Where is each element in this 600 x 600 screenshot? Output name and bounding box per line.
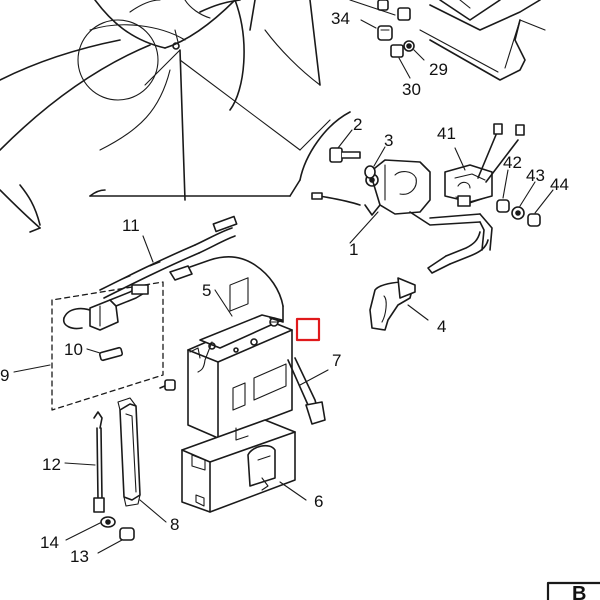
- label-3: 3: [384, 131, 393, 150]
- label-12: 12: [42, 455, 61, 474]
- group-bracket-lines: [19, 111, 351, 226]
- label-42: 42: [503, 153, 522, 172]
- corner-tab-text: B: [572, 583, 586, 600]
- label-41: 41: [437, 124, 456, 143]
- highlight-box: [295, 317, 321, 342]
- battery-5: [169, 255, 293, 439]
- label-13: 13: [70, 547, 89, 566]
- label-30: 30: [402, 80, 421, 99]
- washer-30: [390, 44, 411, 79]
- washer-3: [364, 146, 386, 179]
- label-10: 10: [64, 340, 83, 359]
- label-11: 11: [122, 216, 140, 235]
- battery-bolt: [159, 379, 176, 391]
- bolt-2: [329, 129, 361, 163]
- vent-tube-7: [287, 357, 329, 425]
- bolt-13: [97, 527, 135, 554]
- battery-box-6: [181, 419, 307, 513]
- label-5: 5: [202, 281, 211, 300]
- label-8: 8: [170, 515, 179, 534]
- top-bolts-upper: [377, 0, 411, 21]
- washer-14: [65, 516, 116, 541]
- label-2: 2: [353, 115, 362, 134]
- cable-11: [99, 215, 238, 299]
- label-4: 4: [437, 317, 446, 336]
- label-7: 7: [332, 351, 341, 370]
- battery-band-8: [117, 397, 167, 523]
- nut-29: [403, 40, 425, 61]
- terminal-boot-4: [369, 277, 429, 331]
- nuts-42-43-44: [496, 169, 554, 227]
- ground-lead-12: [64, 411, 105, 513]
- relay-cover-41: [444, 123, 525, 207]
- bolt-34: [360, 19, 393, 41]
- corner-tab: B: [546, 581, 600, 600]
- fuse-10: [86, 346, 124, 362]
- label-1: 1: [349, 240, 358, 259]
- frame-outline-top-left: [0, 0, 321, 233]
- label-29: 29: [429, 60, 448, 79]
- label-9: 9: [0, 366, 9, 385]
- label-14: 14: [40, 533, 59, 552]
- label-6: 6: [314, 492, 323, 511]
- starter-relay-1: [311, 159, 493, 251]
- relay-cable: [427, 231, 489, 274]
- label-34: 34: [331, 9, 350, 28]
- label-43: 43: [526, 166, 545, 185]
- label-44: 44: [550, 175, 569, 194]
- fuse-holder-group-9: [13, 281, 164, 411]
- top-right-bracket: [349, 0, 546, 81]
